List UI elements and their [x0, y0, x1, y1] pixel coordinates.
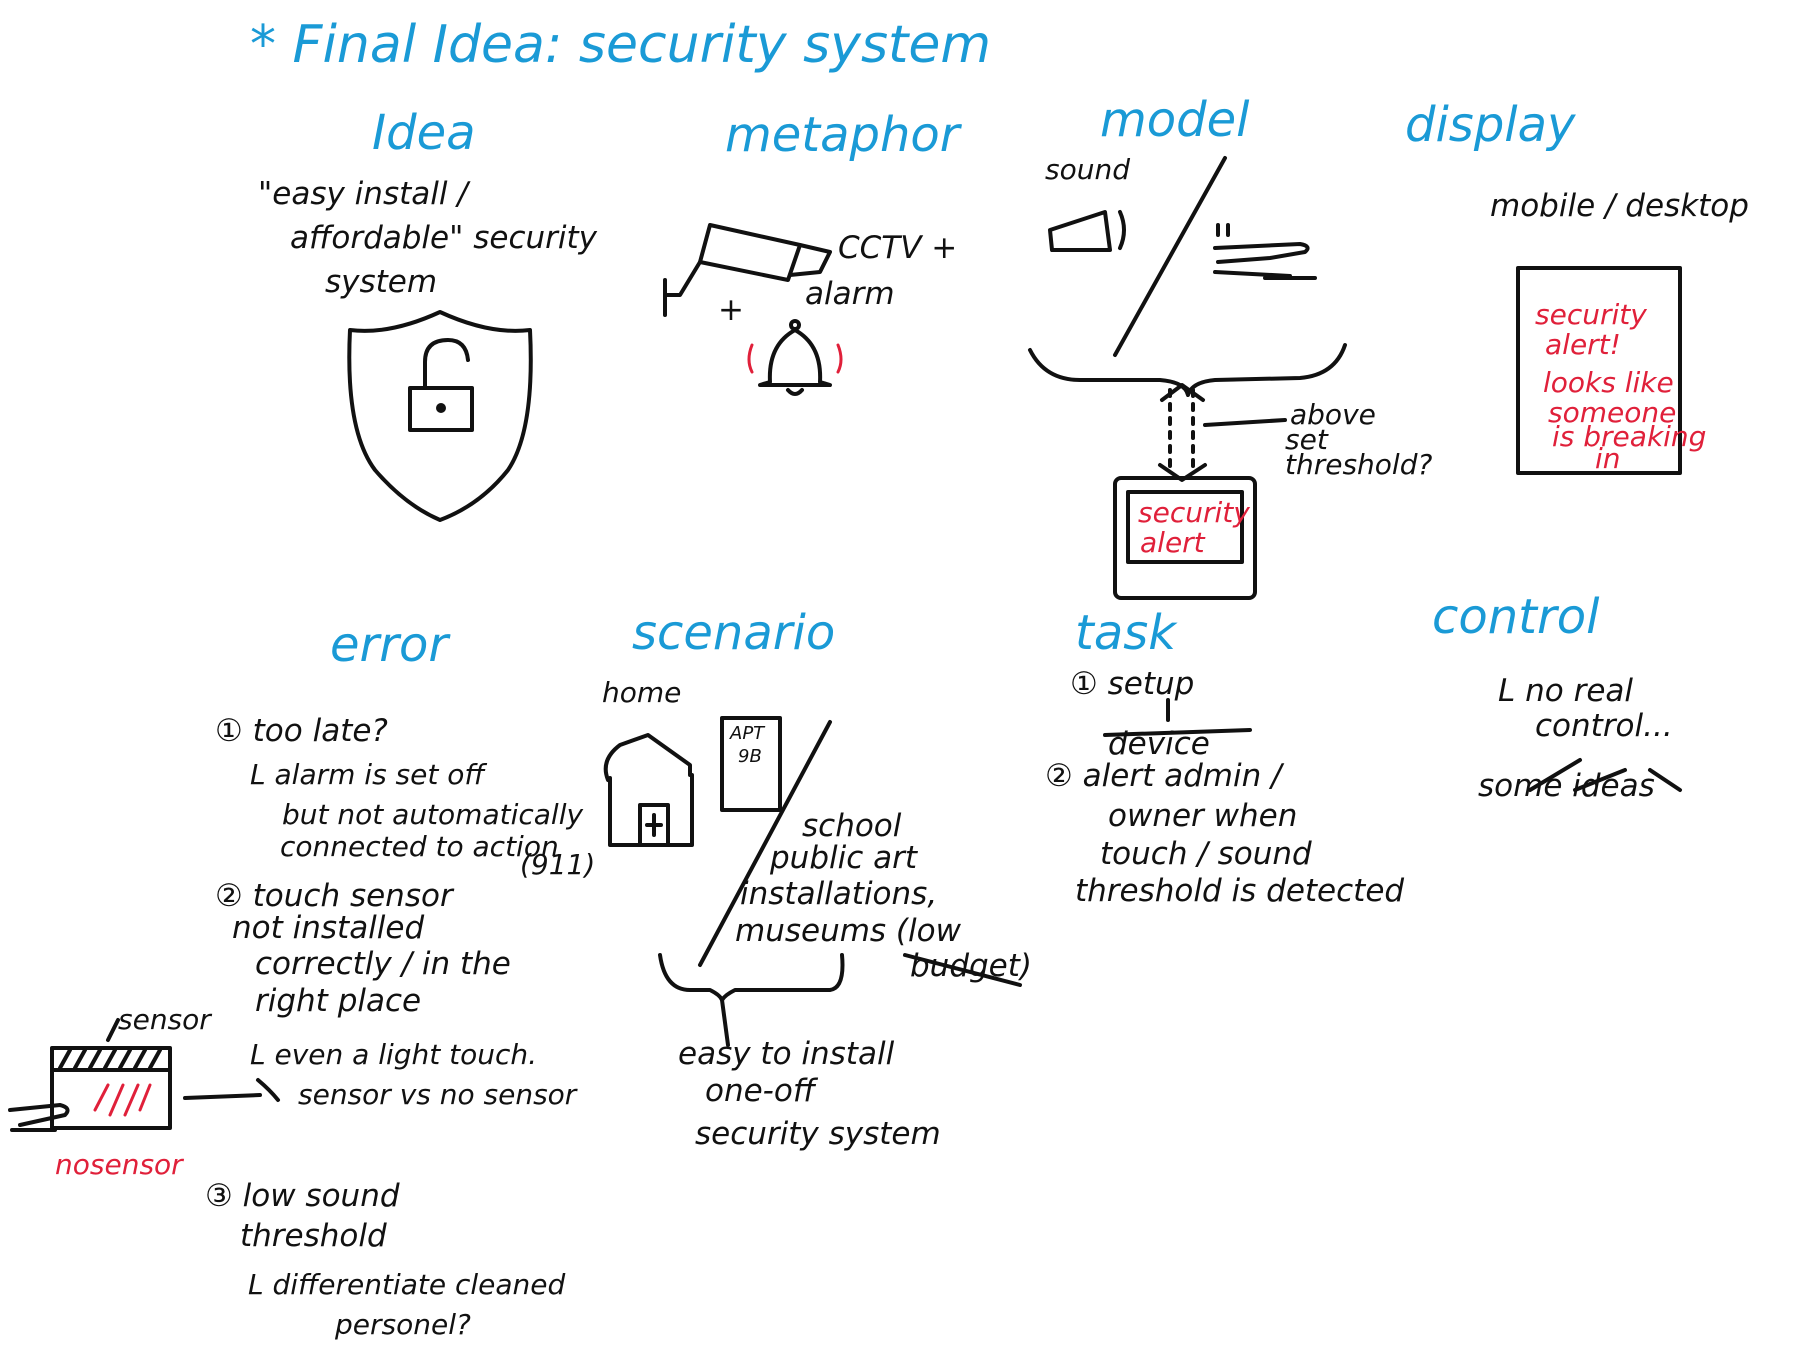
task-heading: task — [1075, 605, 1177, 661]
scenario-place: budget) — [910, 948, 1033, 984]
mobile-alert-line: alert! — [1545, 328, 1621, 361]
task-step1b: device — [1108, 726, 1210, 762]
scenario-bracket — [658, 953, 845, 1002]
task-step2-line: ② alert admin / — [1045, 758, 1282, 794]
plus-label: + — [718, 292, 744, 328]
error-item3-sub: L differentiate cleaned — [248, 1268, 566, 1301]
mobile-alert-line: someone — [1548, 396, 1677, 429]
display-heading: display — [1405, 97, 1576, 153]
sensor-label: sensor — [118, 1003, 211, 1036]
mobile-screen — [1516, 266, 1682, 475]
control-heading: control — [1432, 589, 1600, 645]
error-item3-sub: personel? — [335, 1308, 471, 1341]
home-label: home — [602, 676, 682, 709]
scenario-divider — [698, 720, 832, 967]
error-item2-line: not installed — [232, 910, 425, 946]
threshold-pointer — [1203, 418, 1287, 427]
error-item2-sub: L even a light touch. — [250, 1038, 538, 1071]
mobile-alert-line: is breaking — [1552, 420, 1707, 453]
scenario-place: museums (low — [735, 913, 961, 949]
error-item1-line: but not automatically — [282, 798, 584, 831]
error-item2-line: correctly / in the — [255, 946, 511, 982]
scenario-place: school — [802, 808, 902, 844]
page-title: * Final Idea: security system — [250, 15, 992, 75]
alarm-label: alarm — [805, 276, 895, 312]
speaker-icon — [1048, 210, 1126, 252]
cctv-label: CCTV + — [838, 230, 958, 266]
error-item1-line: (911) — [520, 848, 596, 881]
control-line: L no real — [1498, 673, 1634, 709]
error-item2-line: right place — [255, 983, 422, 1019]
cctv-camera-icon — [663, 223, 832, 317]
mobile-alert-line: looks like — [1543, 366, 1674, 399]
mobile-alert-line: security — [1535, 298, 1647, 331]
screen-alert-line: alert — [1140, 526, 1205, 559]
alarm-bell-icon — [758, 319, 832, 396]
apt-label: APT — [730, 723, 765, 744]
task-step1: ① setup — [1070, 666, 1195, 702]
sensor-box-icon — [8, 1046, 172, 1132]
model-bracket — [1028, 343, 1347, 397]
model-heading: model — [1100, 92, 1250, 148]
error-item2-sub: sensor vs no sensor — [298, 1078, 577, 1111]
open-padlock-icon — [408, 338, 474, 432]
hand-touch-icon — [1213, 223, 1317, 280]
scenario-heading: scenario — [632, 605, 836, 661]
threshold-line: above — [1290, 398, 1376, 431]
scenario-bottom: easy to install — [678, 1036, 895, 1072]
idea-line: "easy install / — [258, 176, 468, 212]
error-item2-title: ② touch sensor — [215, 878, 453, 914]
display-subtitle: mobile / desktop — [1490, 188, 1749, 224]
screen-alert-line: security — [1138, 496, 1250, 529]
scenario-place: installations, — [740, 876, 938, 912]
control-line: control... — [1535, 708, 1673, 744]
model-divider — [1113, 156, 1227, 357]
task-step2-line: threshold is detected — [1075, 873, 1405, 909]
apartment-icon — [720, 716, 782, 812]
idea-line: system — [325, 264, 438, 300]
error-item1-line: L alarm is set off — [250, 758, 485, 791]
task-step2-line: owner when — [1108, 798, 1298, 834]
task-step2-line: touch / sound — [1100, 836, 1312, 872]
idea-heading: Idea — [372, 105, 476, 161]
apt-label: 9B — [738, 746, 762, 767]
threshold-line: set — [1285, 423, 1328, 456]
error-item1-title: ① too late? — [215, 713, 388, 749]
house-icon — [603, 733, 694, 847]
nosensor-label: nosensor — [55, 1148, 183, 1181]
error-item1-line: connected to action — [280, 830, 559, 863]
computer-monitor-icon — [1113, 476, 1257, 600]
shield-icon — [347, 310, 533, 522]
scenario-bottom: security system — [695, 1116, 941, 1152]
metaphor-heading: metaphor — [725, 107, 960, 163]
threshold-line: threshold? — [1285, 448, 1433, 481]
mobile-alert-line: in — [1595, 442, 1621, 475]
error-heading: error — [330, 617, 449, 673]
scenario-bottom: one-off — [705, 1073, 816, 1109]
scenario-place: public art — [770, 840, 918, 876]
idea-line: affordable" security — [290, 220, 598, 256]
sound-label: sound — [1045, 153, 1130, 186]
error-item3-title: ③ low sound — [205, 1178, 400, 1214]
error-item3-line: threshold — [240, 1218, 387, 1254]
control-line: some ideas — [1478, 768, 1655, 804]
